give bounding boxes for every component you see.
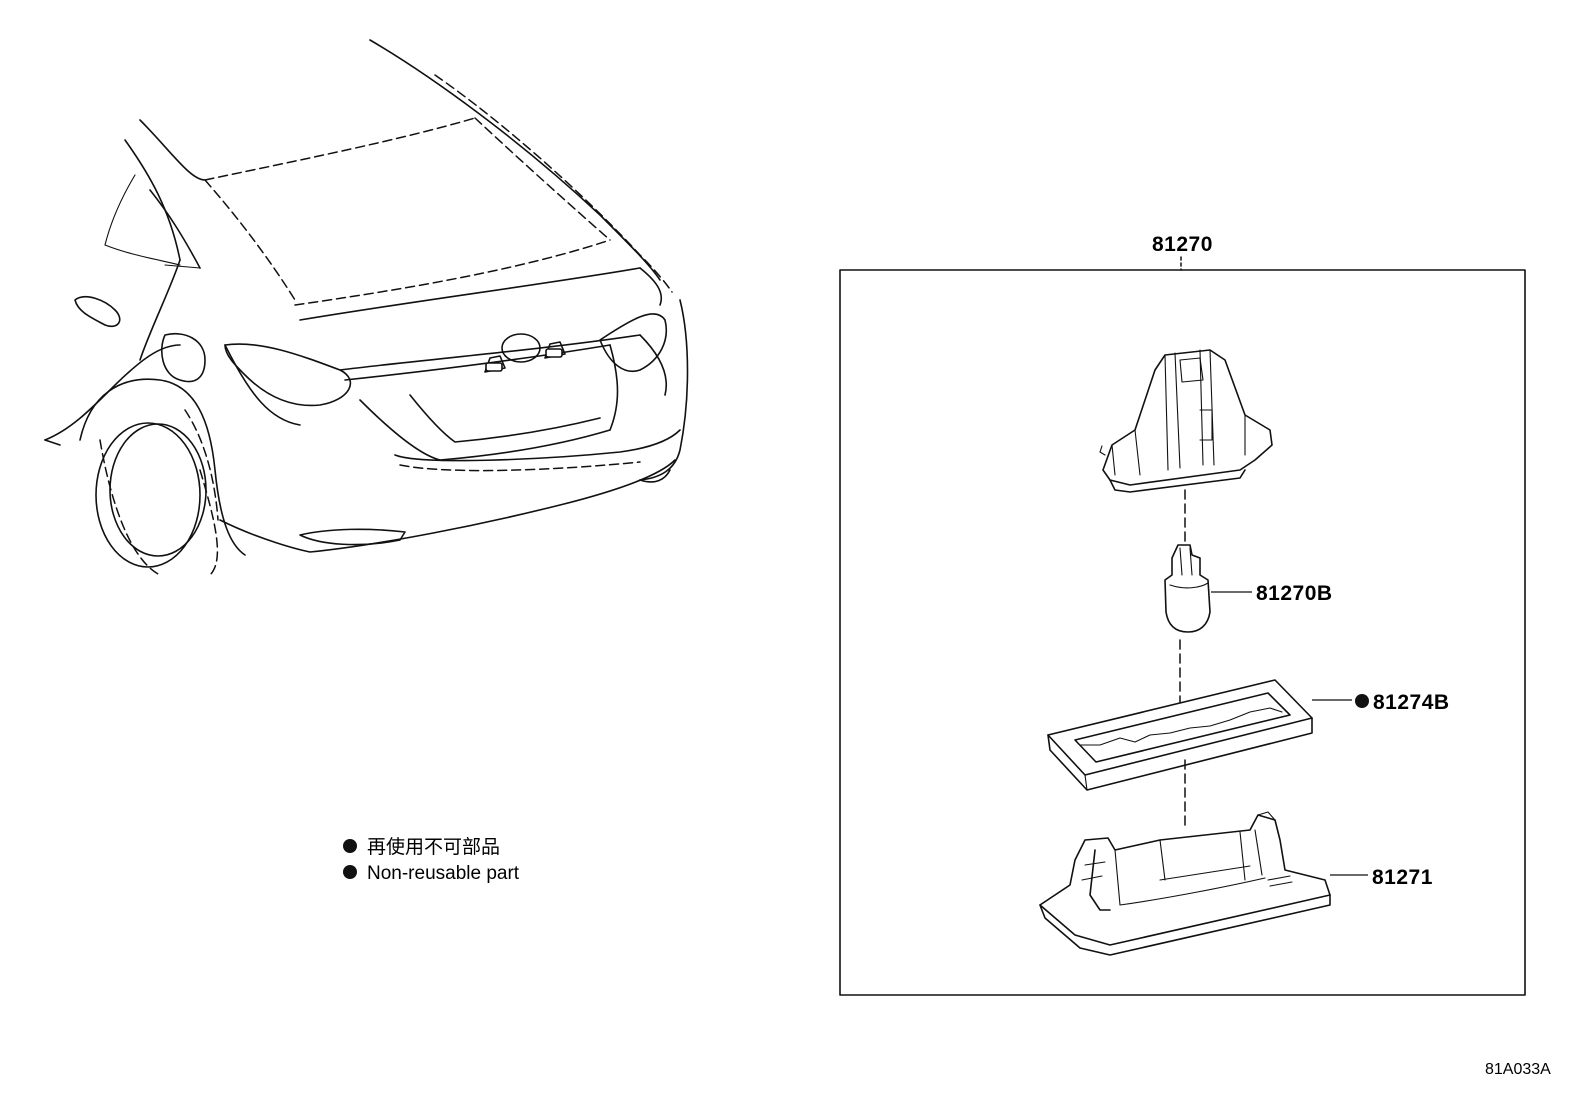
legend: 再使用不可部品 Non-reusable part (343, 836, 520, 884)
license-lamp-right-icon (544, 341, 566, 359)
non-reusable-bullet-icon (343, 839, 357, 853)
assembly-label: 81270 (1152, 233, 1213, 256)
part-label-81274b: 81274B (1373, 691, 1450, 714)
gasket-81274b: 81274B (1047, 679, 1450, 791)
license-lamp-left-icon (484, 355, 506, 373)
car-rear-illustration (44, 39, 689, 576)
assembly-81270-box: 81270 (839, 233, 1526, 996)
non-reusable-marker-icon (1355, 694, 1369, 708)
legend-japanese: 再使用不可部品 (367, 836, 500, 858)
lamp-socket-housing (1099, 349, 1273, 493)
part-label-81271: 81271 (1372, 866, 1433, 889)
part-label-81270b: 81270B (1256, 582, 1333, 605)
bulb-81270b: 81270B (1164, 544, 1333, 633)
legend-english: Non-reusable part (367, 863, 520, 884)
lens-81271: 81271 (1039, 811, 1433, 956)
diagram-code: 81A033A (1485, 1061, 1551, 1078)
non-reusable-bullet-icon (343, 865, 357, 879)
